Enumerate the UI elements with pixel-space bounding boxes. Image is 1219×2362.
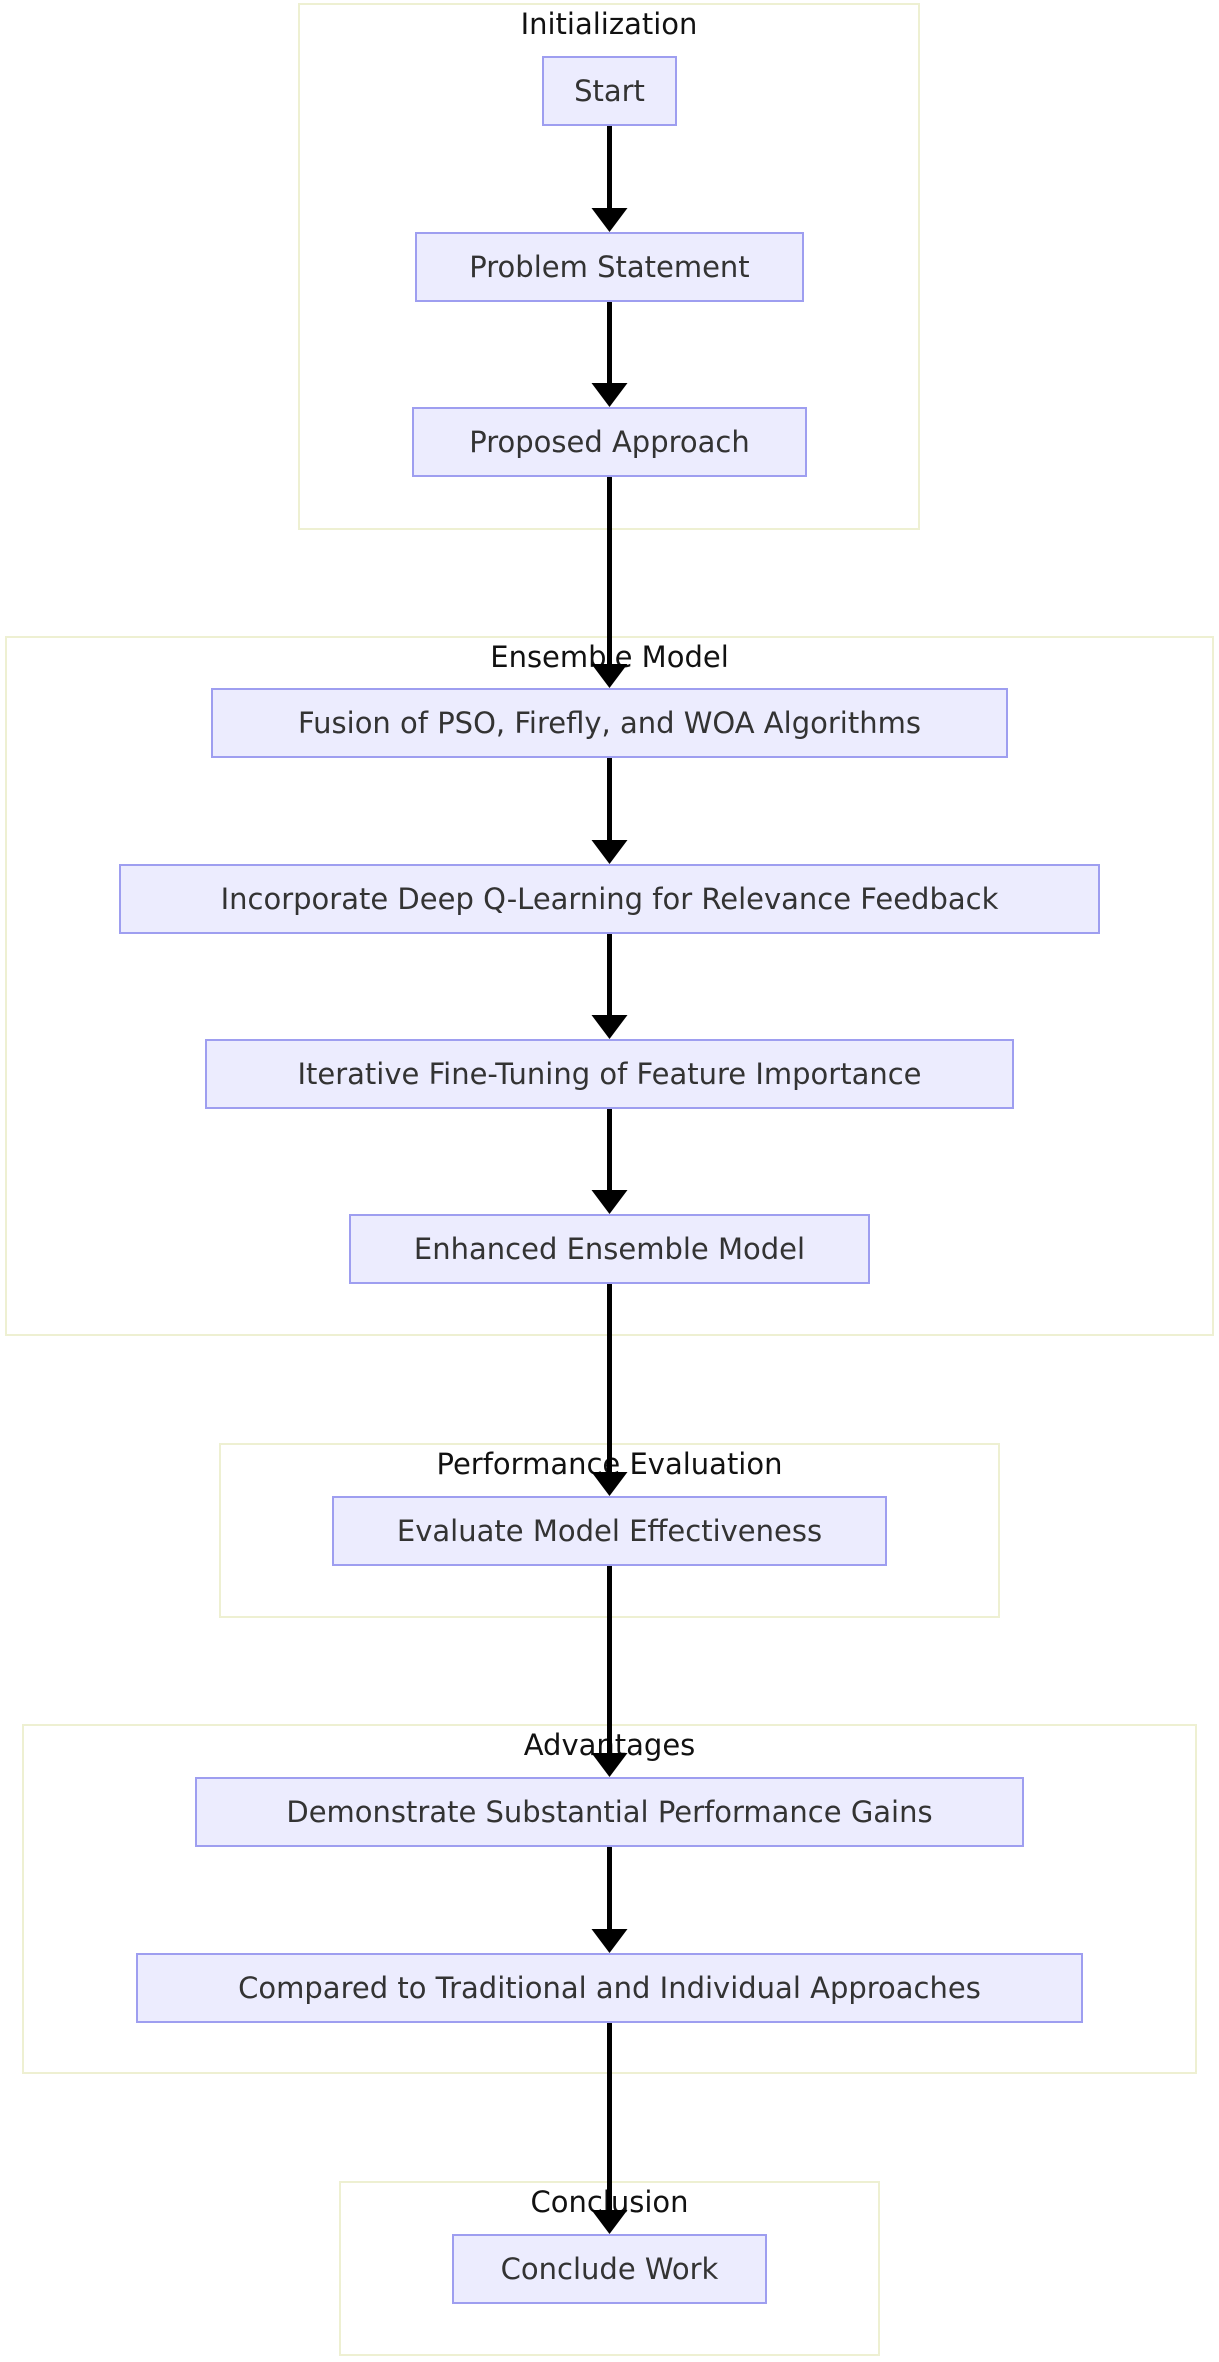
node-conclude-work: Conclude Work [452, 2234, 767, 2304]
node-start: Start [542, 56, 677, 126]
cluster-title-performance-evaluation: Performance Evaluation [436, 1447, 783, 1481]
node-problem-statement: Problem Statement [415, 232, 804, 302]
node-proposed-approach: Proposed Approach [412, 407, 807, 477]
cluster-title-conclusion: Conclusion [530, 2185, 689, 2219]
node-enhanced-ensemble-model: Enhanced Ensemble Model [349, 1214, 870, 1284]
node-fusion-algorithms: Fusion of PSO, Firefly, and WOA Algorith… [211, 688, 1008, 758]
node-demonstrate-gains: Demonstrate Substantial Performance Gain… [195, 1777, 1024, 1847]
node-evaluate-effectiveness: Evaluate Model Effectiveness [332, 1496, 887, 1566]
cluster-title-initialization: Initialization [520, 7, 698, 41]
node-fine-tuning: Iterative Fine-Tuning of Feature Importa… [205, 1039, 1014, 1109]
cluster-title-ensemble-model: Ensemble Model [490, 640, 729, 674]
node-deep-q-learning: Incorporate Deep Q-Learning for Relevanc… [119, 864, 1100, 934]
cluster-title-advantages: Advantages [523, 1728, 696, 1762]
node-compared-approaches: Compared to Traditional and Individual A… [136, 1953, 1083, 2023]
